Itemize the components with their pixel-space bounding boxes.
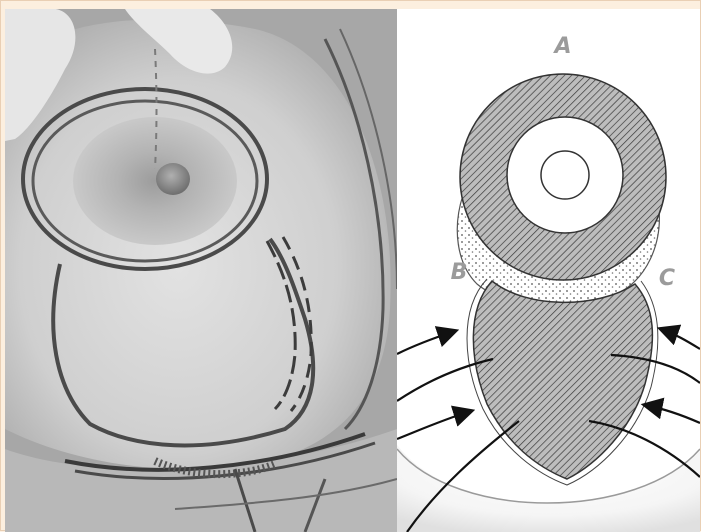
label-b: B <box>451 260 468 285</box>
nipple <box>156 163 190 195</box>
diagram-illustration: A B C <box>397 9 700 532</box>
medical-figure: A B C <box>5 9 700 532</box>
arrow-right-1 <box>661 329 700 349</box>
areola <box>73 117 237 245</box>
preoperative-photo <box>5 9 397 532</box>
arrow-left-1 <box>397 331 455 354</box>
schematic-diagram: A B C <box>397 9 700 532</box>
arrow-right-3 <box>645 405 700 423</box>
label-a: A <box>552 34 571 59</box>
arrow-left-3 <box>397 411 471 439</box>
label-c: C <box>659 266 675 291</box>
inferior-pedicle <box>473 281 652 479</box>
photo-illustration <box>5 9 397 532</box>
nipple-circle <box>541 151 589 199</box>
